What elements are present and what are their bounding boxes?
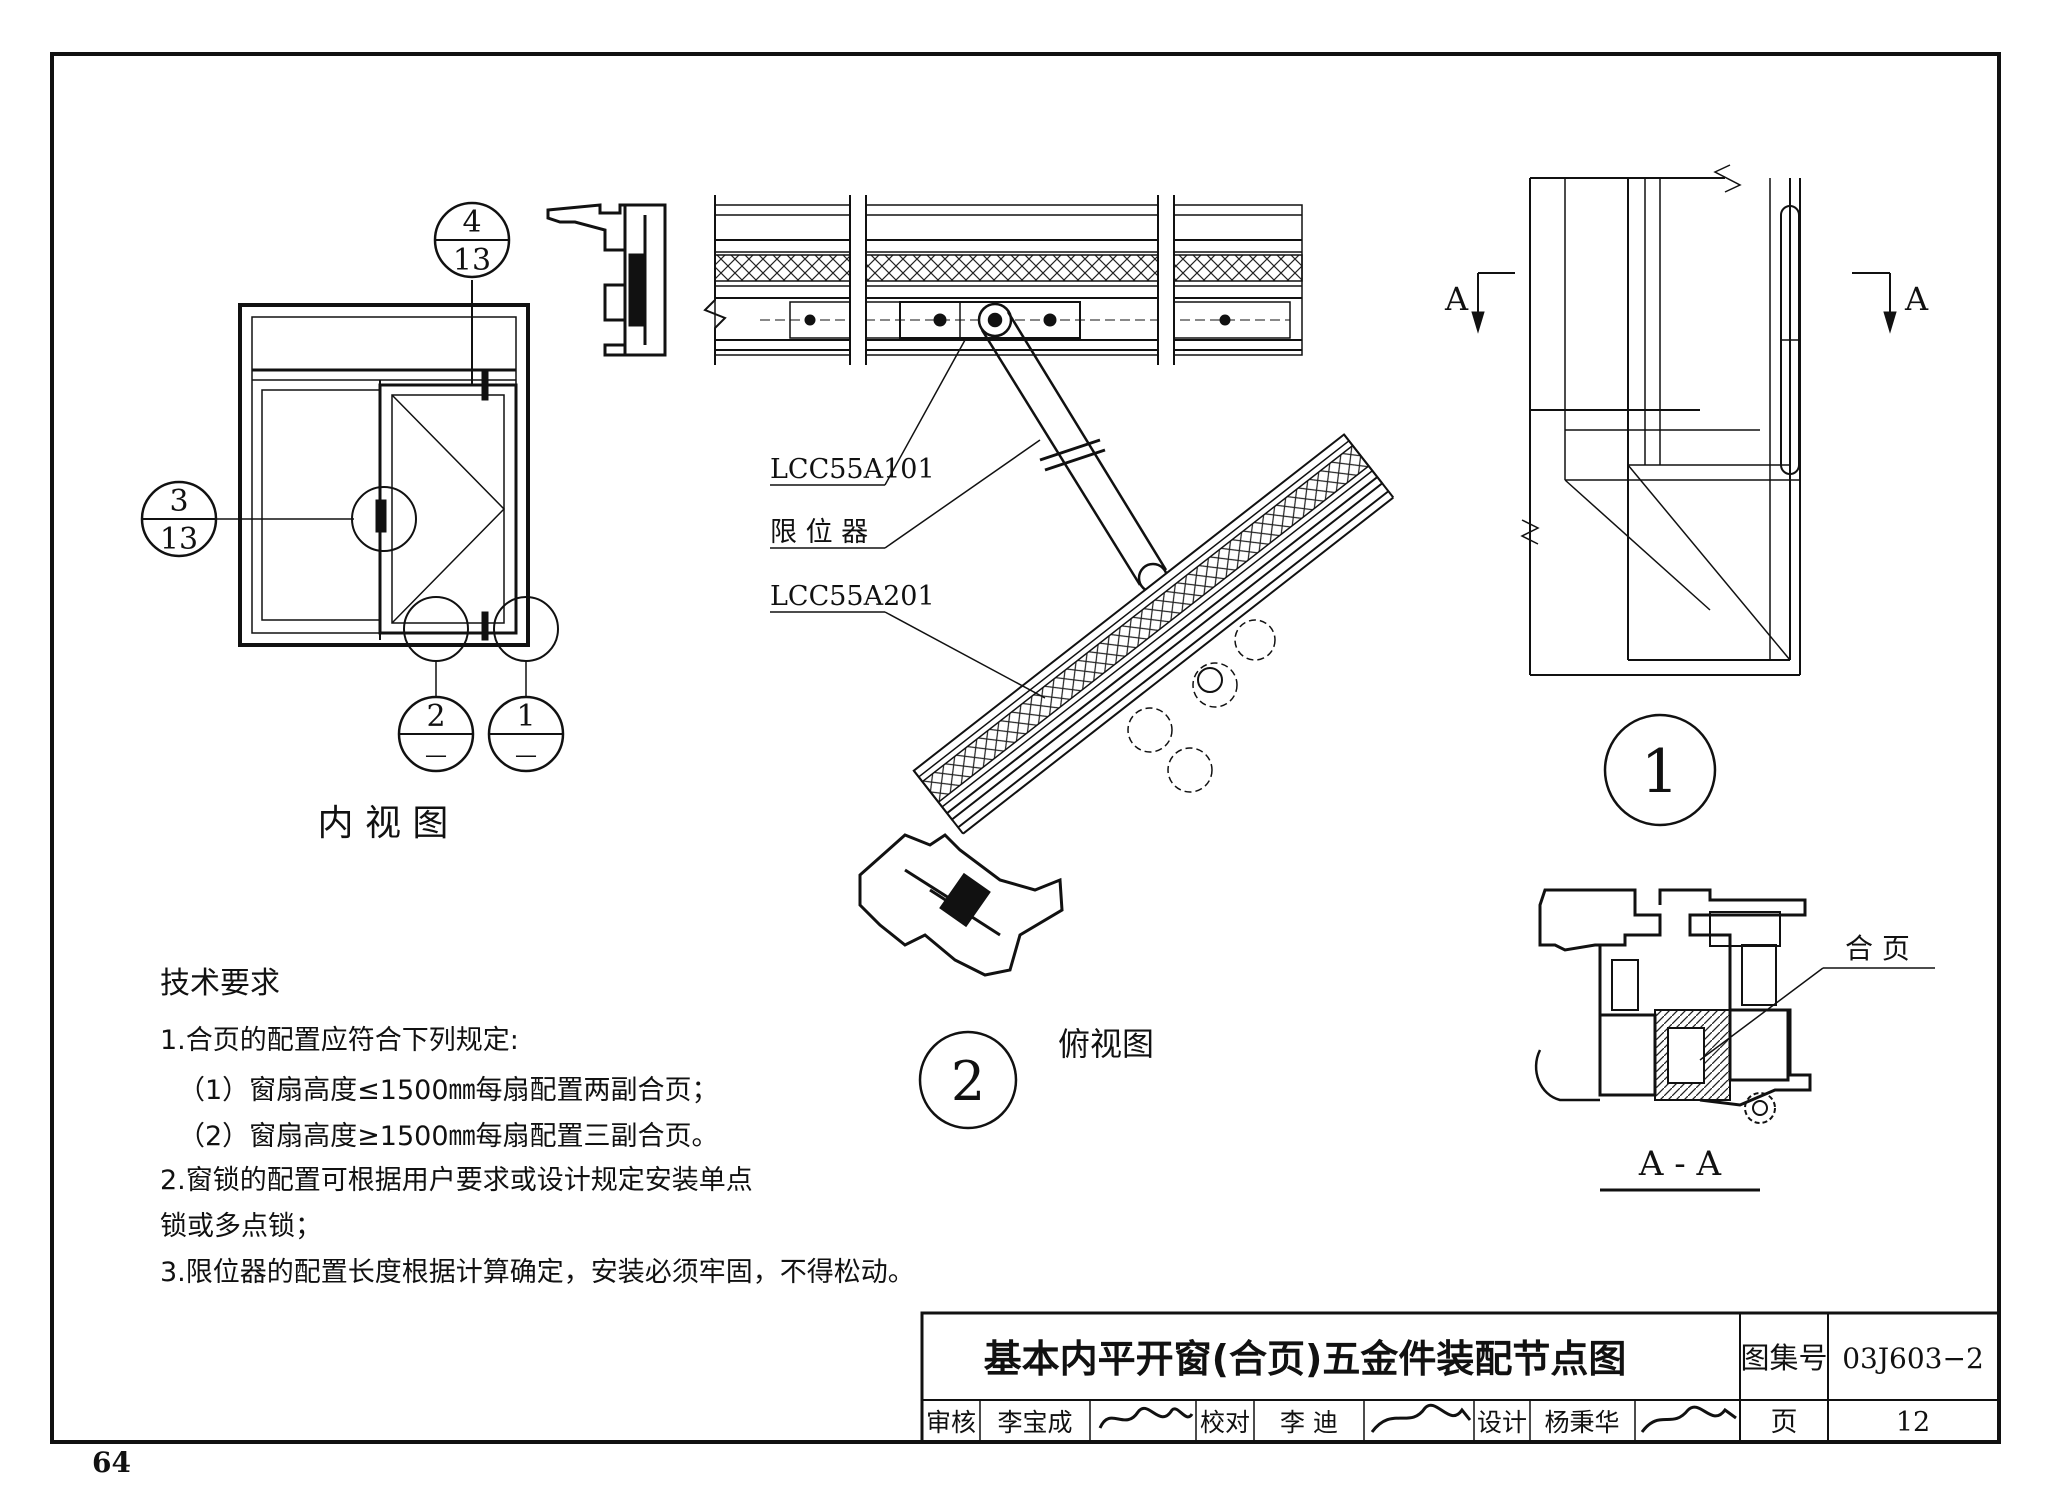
svg-text:1: 1	[516, 699, 535, 734]
review-signature	[1098, 1406, 1194, 1429]
requirement-line: 3.限位器的配置长度根据计算确定，安装必须牢固，不得松动。	[160, 1257, 915, 1288]
section-mark-left: A	[1444, 280, 1469, 318]
label-limiter: 限 位 器	[770, 517, 868, 548]
label-lcc55a101: LCC55A101	[770, 454, 935, 485]
check-name: 李 迪	[1280, 1408, 1338, 1437]
elevation-view	[238, 280, 530, 647]
plan-caption: 俯视图	[1058, 1025, 1154, 1063]
limiter-arm	[977, 302, 1169, 594]
svg-text:—: —	[515, 743, 537, 768]
section-aa-caption: A - A	[1638, 1144, 1722, 1184]
svg-text:2: 2	[951, 1050, 985, 1113]
svg-text:13: 13	[160, 522, 198, 557]
sash-profile-diagonal	[912, 433, 1395, 835]
svg-text:—: —	[425, 743, 447, 768]
title-block	[920, 1311, 2001, 1444]
callout-left: 3 13	[140, 480, 417, 558]
review-name: 李宝成	[997, 1408, 1072, 1437]
design-signature	[1640, 1405, 1737, 1433]
check-signature	[1370, 1403, 1472, 1433]
requirement-line: 1.合页的配置应符合下列规定:	[160, 1025, 519, 1056]
detail-1-marker: 1	[1603, 713, 1717, 827]
section-mark-right: A	[1904, 280, 1929, 318]
requirement-line: （2）窗扇高度≥1500㎜每扇配置三副合页。	[178, 1121, 719, 1152]
check-label: 校对	[1200, 1408, 1250, 1437]
design-name: 杨秉华	[1544, 1408, 1619, 1437]
review-label: 审核	[926, 1408, 976, 1437]
svg-text:4: 4	[462, 205, 481, 240]
drawing-title: 基本内平开窗(合页)五金件装配节点图	[984, 1337, 1627, 1381]
plan-leaders	[770, 339, 1046, 699]
requirement-line: （1）窗扇高度≤1500㎜每扇配置两副合页；	[178, 1075, 719, 1106]
hinge-circles-plan	[1127, 619, 1276, 793]
frame-section-band	[703, 195, 1303, 365]
elevation-caption: 内 视 图	[318, 803, 449, 844]
requirement-line: 2.窗锁的配置可根据用户要求或设计规定安装单点	[160, 1165, 753, 1196]
requirement-line: 锁或多点锁；	[160, 1211, 322, 1242]
page-number-cell: 12	[1896, 1407, 1930, 1438]
page-label: 页	[1771, 1407, 1798, 1438]
detail-1-view	[1471, 164, 1897, 676]
svg-text:1: 1	[1641, 737, 1679, 807]
requirements-heading: 技术要求	[160, 966, 280, 1001]
frame-profile-top	[546, 203, 667, 357]
atlas-number: 03J603−2	[1842, 1342, 1984, 1375]
svg-text:13: 13	[453, 243, 491, 278]
sheet-page-number: 64	[92, 1446, 131, 1479]
svg-text:3: 3	[169, 484, 188, 519]
design-label: 设计	[1477, 1408, 1527, 1437]
label-hinge: 合 页	[1845, 932, 1910, 965]
svg-text:2: 2	[426, 699, 445, 734]
callout-bottom-2: 2 —	[397, 596, 475, 773]
detail-2-marker: 2	[918, 1030, 1018, 1130]
section-aa-view	[1534, 888, 1935, 1124]
callout-top: 4 13	[433, 201, 511, 279]
sash-profile-end	[858, 833, 1064, 977]
callout-bottom-1: 1 —	[487, 596, 565, 773]
atlas-number-label: 图集号	[1740, 1341, 1827, 1375]
label-lcc55a201: LCC55A201	[770, 581, 935, 612]
